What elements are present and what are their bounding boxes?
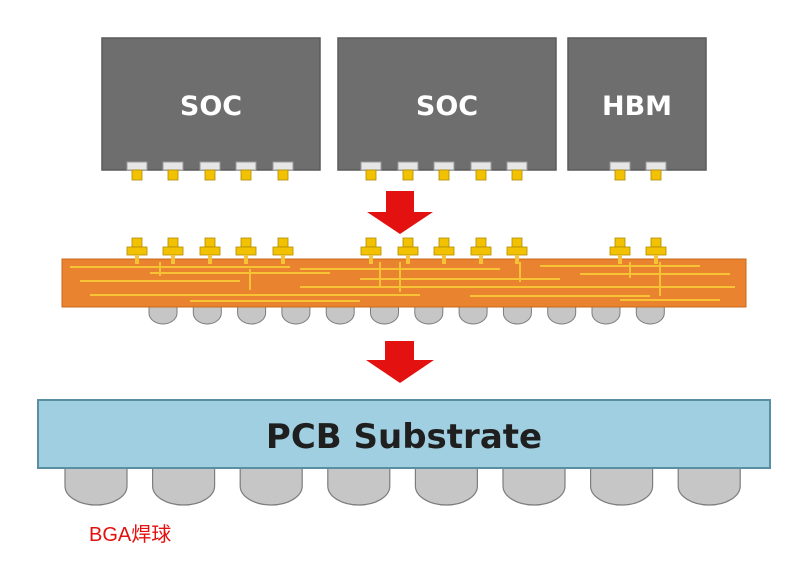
bump-pad bbox=[126, 246, 148, 256]
bump-pad bbox=[235, 246, 257, 256]
bump-pad bbox=[272, 161, 294, 171]
bump-pad bbox=[645, 161, 667, 171]
bump-pad bbox=[470, 161, 492, 171]
bump-pillar bbox=[167, 169, 179, 181]
bump-pillar bbox=[402, 237, 414, 248]
bump-pillar bbox=[240, 237, 252, 248]
bump-pillar bbox=[614, 237, 626, 248]
interposer-traces bbox=[70, 262, 735, 302]
bump-via bbox=[479, 255, 483, 264]
down-arrow-icon bbox=[366, 341, 434, 383]
bump-pillar bbox=[131, 237, 143, 248]
bump-pad bbox=[609, 246, 631, 256]
bump-pillar bbox=[614, 169, 626, 181]
interposer-bumps bbox=[126, 237, 667, 264]
bump-pad bbox=[397, 246, 419, 256]
interposer bbox=[61, 237, 747, 325]
bump-via bbox=[442, 255, 446, 264]
bump-via bbox=[406, 255, 410, 264]
bump-pad bbox=[235, 161, 257, 171]
bump-pad bbox=[470, 246, 492, 256]
bump-pad bbox=[360, 161, 382, 171]
chip-body bbox=[567, 37, 707, 171]
bump-via bbox=[244, 255, 248, 264]
bump-pillar bbox=[475, 237, 487, 248]
chip-label: HBM bbox=[602, 91, 672, 122]
bump-via bbox=[515, 255, 519, 264]
pcb-label: PCB Substrate bbox=[266, 417, 542, 457]
bga-ball bbox=[64, 461, 128, 506]
bump-pad bbox=[199, 161, 221, 171]
bga-balls bbox=[64, 461, 741, 506]
bump-pillar bbox=[438, 237, 450, 248]
chip-label: SOC bbox=[416, 91, 478, 122]
bump-via bbox=[208, 255, 212, 264]
bump-pad bbox=[126, 161, 148, 171]
bump-pillar bbox=[131, 169, 143, 181]
chip-body bbox=[101, 37, 321, 171]
bump-via bbox=[618, 255, 622, 264]
bump-pillar bbox=[240, 169, 252, 181]
bump-pillar bbox=[475, 169, 487, 181]
bump-pillar bbox=[204, 237, 216, 248]
bump-pad bbox=[162, 246, 184, 256]
bump-pillar bbox=[402, 169, 414, 181]
bump-pad bbox=[506, 246, 528, 256]
bga-ball bbox=[677, 461, 741, 506]
bga-ball bbox=[414, 461, 478, 506]
bump-pillar bbox=[204, 169, 216, 181]
bump-pillar bbox=[277, 169, 289, 181]
chip-body bbox=[337, 37, 557, 171]
bump-pad bbox=[397, 161, 419, 171]
bump-pillar bbox=[438, 169, 450, 181]
bump-pad bbox=[199, 246, 221, 256]
bump-via bbox=[171, 255, 175, 264]
bga-ball bbox=[152, 461, 216, 506]
bump-pillar bbox=[167, 237, 179, 248]
pcb-substrate: PCB Substrate bbox=[37, 399, 771, 506]
bump-pad bbox=[645, 246, 667, 256]
bump-via bbox=[369, 255, 373, 264]
bump-pillar bbox=[365, 169, 377, 181]
bump-pillar bbox=[277, 237, 289, 248]
bga-ball bbox=[239, 461, 303, 506]
bump-via bbox=[281, 255, 285, 264]
pcb-body bbox=[37, 399, 771, 469]
down-arrow-icon bbox=[367, 191, 433, 234]
bga-ball bbox=[502, 461, 566, 506]
bump-pad bbox=[609, 161, 631, 171]
chip-hbm: HBM bbox=[567, 37, 707, 171]
chip-soc-1: SOC bbox=[101, 37, 321, 171]
bga-ball bbox=[327, 461, 391, 506]
chip-bumps bbox=[126, 161, 667, 181]
bump-via bbox=[654, 255, 658, 264]
bump-pillar bbox=[650, 237, 662, 248]
bump-pad bbox=[272, 246, 294, 256]
chip-soc-2: SOC bbox=[337, 37, 557, 171]
bga-solder-ball-label: BGA焊球 bbox=[89, 524, 172, 546]
bump-pillar bbox=[511, 237, 523, 248]
bga-ball bbox=[590, 461, 654, 506]
chip-label: SOC bbox=[180, 91, 242, 122]
bump-pillar bbox=[365, 237, 377, 248]
bump-pad bbox=[433, 246, 455, 256]
bump-pillar bbox=[511, 169, 523, 181]
bump-pad bbox=[162, 161, 184, 171]
bump-pad bbox=[360, 246, 382, 256]
bump-pillar bbox=[650, 169, 662, 181]
bump-pad bbox=[506, 161, 528, 171]
bump-pad bbox=[433, 161, 455, 171]
bump-via bbox=[135, 255, 139, 264]
